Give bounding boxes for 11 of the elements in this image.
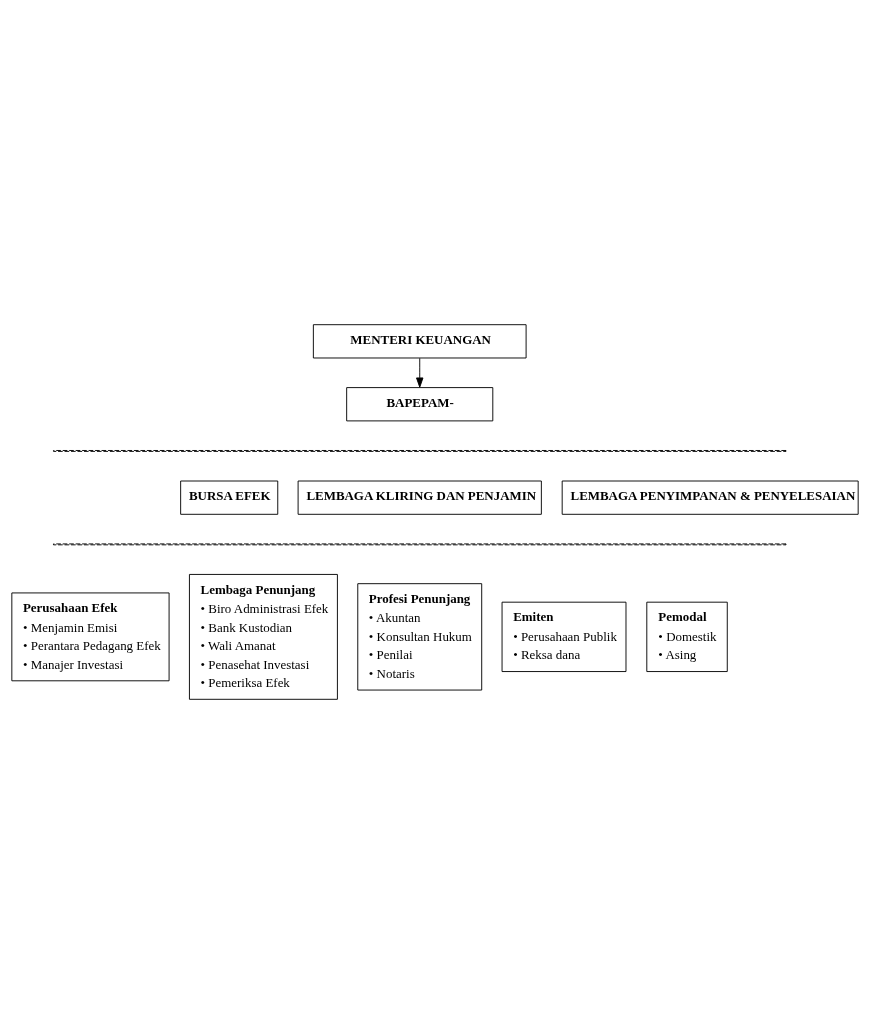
node-box: Perusahaan Efek • Menjamin Emisi • Perantara Pedagang Efek • Manajer Investasi bbox=[11, 591, 170, 681]
node-box: BURSA EFEK bbox=[180, 480, 279, 515]
node-box: Pemodal • Domestik • Asing bbox=[646, 601, 728, 672]
node-box: Profesi Penunjang • Akuntan • Konsultan Hukum • Penilai • Notaris bbox=[357, 582, 483, 690]
node-box: MENTERI KEUANGAN bbox=[312, 323, 527, 358]
node-box: BAPEPAM- bbox=[346, 386, 494, 421]
node-box: Emiten • Perusahaan Publik • Reksa dana bbox=[501, 601, 627, 672]
node-box: Lembaga Penunjang • Biro Administrasi Efek • Bank Kustodian • Wali Amanat • Penasehat Investasi • Pemeriksa Efek bbox=[188, 573, 338, 700]
node-box: LEMBAGA PENYIMPANAN & PENYELESAIAN bbox=[561, 480, 859, 515]
arrow bbox=[416, 357, 424, 388]
node-box: LEMBAGA KLIRING DAN PENJAMIN bbox=[297, 480, 542, 515]
